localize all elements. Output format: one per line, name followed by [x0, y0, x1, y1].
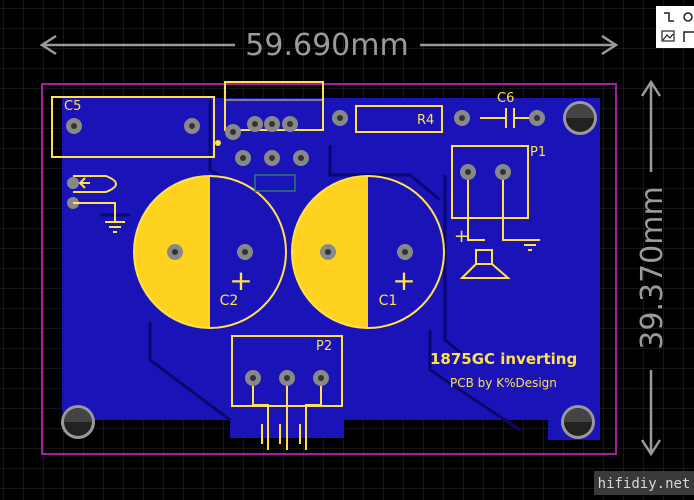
- wire-tool-icon[interactable]: [664, 12, 674, 22]
- height-dimension: [640, 79, 662, 457]
- watermark: hifidiy.net: [598, 476, 691, 492]
- c1-plus-label: +: [392, 264, 415, 297]
- connector-p2[interactable]: [231, 335, 343, 420]
- corner-tool-icon[interactable]: [683, 31, 694, 42]
- width-dimension-label: 59.690mm: [245, 28, 408, 63]
- chip-footprint[interactable]: [215, 81, 324, 192]
- c1-label: C1: [379, 293, 398, 309]
- toolbar: [656, 6, 694, 48]
- image-tool-icon[interactable]: [661, 30, 675, 42]
- p1-plus-label: +: [454, 226, 469, 247]
- p2-label: P2: [316, 339, 332, 354]
- mounting-hole: [563, 101, 597, 135]
- r4-label: R4: [417, 113, 434, 128]
- mounting-hole: [61, 405, 95, 439]
- resistor-r4[interactable]: [332, 105, 470, 133]
- p1-label: P1: [530, 145, 546, 160]
- capacitor-c1[interactable]: [291, 175, 445, 329]
- height-dimension-label: 39.370mm: [635, 186, 670, 349]
- board-title: 1875GC inverting: [430, 350, 577, 368]
- c6-label: C6: [497, 91, 514, 106]
- mounting-hole: [561, 405, 595, 439]
- c2-label: C2: [220, 293, 239, 309]
- speaker-icon: [459, 249, 511, 279]
- isolation-channels: [100, 100, 521, 432]
- capacitor-c6[interactable]: [480, 108, 545, 128]
- board-credit: PCB by K%Design: [450, 376, 557, 390]
- battery-symbol: [261, 418, 307, 450]
- input-jack[interactable]: [67, 175, 125, 233]
- width-dimension: [39, 34, 619, 56]
- capacitor-c2[interactable]: [133, 175, 287, 329]
- watermark-background: [594, 471, 694, 495]
- c5-label: C5: [64, 99, 81, 114]
- board-outline: [41, 83, 617, 455]
- connector-p1[interactable]: [451, 145, 540, 251]
- c2-plus-label: +: [229, 264, 252, 297]
- circle-tool-icon[interactable]: [683, 12, 693, 22]
- capacitor-c5[interactable]: [51, 96, 215, 158]
